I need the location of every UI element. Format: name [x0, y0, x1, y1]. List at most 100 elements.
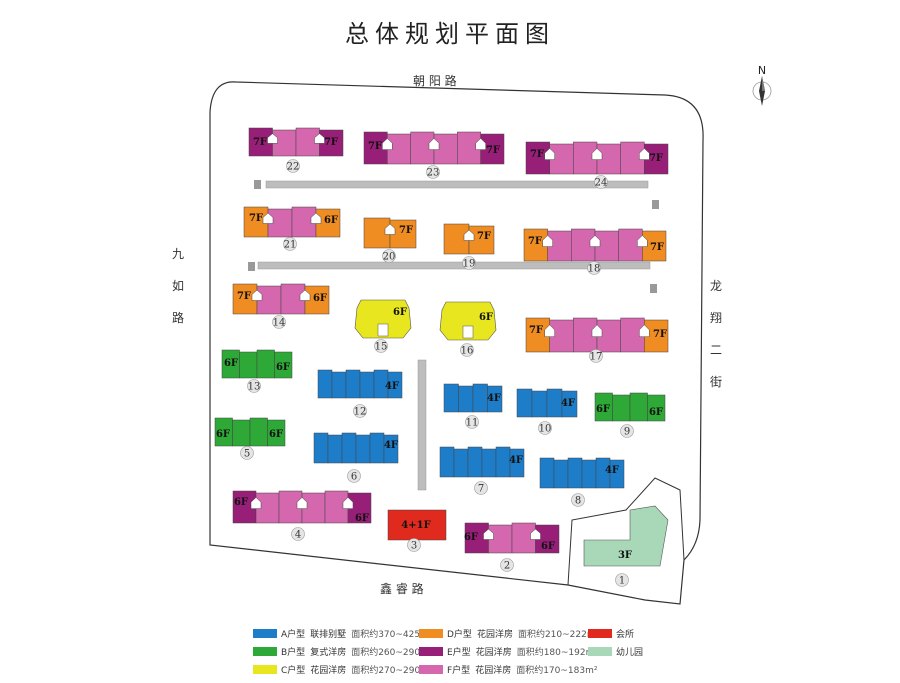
legend-swatch: [253, 646, 277, 656]
building-unit: [609, 459, 625, 489]
building-number-badge: [538, 421, 552, 435]
legend-swatch: [588, 628, 612, 638]
floor-label: 7F: [249, 213, 263, 224]
building-3[interactable]: 4+1F3: [387, 509, 447, 552]
building-number-badge: [462, 256, 476, 270]
building-number: 4: [295, 530, 301, 541]
building-unit: [458, 385, 474, 413]
building-number: 11: [466, 418, 479, 429]
building-notch: [639, 324, 650, 337]
building-unit: [472, 383, 488, 413]
building-unit: [581, 459, 597, 489]
road-char: 翔: [709, 311, 722, 325]
building-6[interactable]: 4F6: [313, 432, 399, 483]
legend-area: 面积约210~222m²: [517, 629, 600, 640]
building-number: 7: [478, 484, 484, 495]
legend-type: B户型: [281, 647, 306, 658]
floor-label: 7F: [529, 325, 543, 336]
legend-desc: 花园洋房: [476, 629, 513, 640]
floor-label: 7F: [528, 236, 542, 247]
floor-label: 4+1F: [401, 520, 430, 531]
floor-label: 7F: [237, 291, 251, 302]
floor-label: 7F: [253, 137, 267, 148]
building-1[interactable]: 3F1: [583, 505, 669, 587]
legend-item-f: F户型花园洋房面积约170~183m²: [419, 662, 597, 676]
building-unit: [313, 432, 329, 464]
floor-label: 4F: [561, 398, 575, 409]
building-unit: [516, 388, 533, 418]
building-unit: [481, 448, 497, 478]
building-unit: [256, 349, 275, 379]
building-11[interactable]: 4F 11: [443, 383, 503, 429]
building-number: 18: [588, 264, 601, 275]
legend-desc: 复式洋房: [310, 647, 347, 658]
building-unit: [274, 351, 293, 379]
building-notch: [296, 497, 308, 509]
building-notch: [382, 138, 393, 150]
building-8[interactable]: 4F8: [539, 457, 625, 507]
building-unit: [317, 369, 333, 399]
legend-item-b: B户型复式洋房面积约260~290m²: [253, 644, 432, 658]
building-unit: [612, 394, 631, 422]
legend-type: F户型: [447, 665, 471, 676]
legend-swatch: [253, 664, 277, 674]
floor-label: 7F: [653, 329, 667, 340]
building-number: 23: [427, 168, 440, 179]
building-number-badge: [283, 237, 297, 251]
building-unit: [249, 417, 268, 447]
floor-label: 4F: [487, 393, 501, 404]
floor-label: 7F: [368, 141, 382, 152]
building-notch: [589, 235, 601, 247]
building-number-badge: [247, 379, 261, 393]
building-unit: [495, 446, 511, 478]
legend-type: 会所: [616, 629, 635, 640]
legend-desc: 联排别墅: [310, 629, 347, 640]
kindergarten-boundary: [567, 477, 685, 586]
floor-label: 6F: [393, 307, 407, 318]
building-number-badge: [272, 315, 286, 329]
building-notch: [542, 235, 553, 247]
building-notch: [314, 133, 325, 144]
legend-desc: 花园洋房: [310, 665, 347, 676]
road-char: 龙: [709, 279, 722, 293]
building-notch: [463, 229, 475, 241]
legend-type: D户型: [447, 629, 472, 640]
building-notch: [310, 212, 322, 224]
building-number: 19: [463, 259, 476, 270]
building-notch: [250, 497, 262, 509]
floor-label: 6F: [224, 358, 238, 369]
compass-label: N: [757, 64, 767, 77]
road-label-south: 鑫 睿 路: [380, 582, 424, 596]
floor-label: 6F: [234, 497, 248, 508]
floor-label: 6F: [464, 532, 478, 543]
floor-label: 6F: [324, 215, 338, 226]
road-char: 二: [709, 343, 722, 357]
building-7[interactable]: 4F7: [439, 446, 525, 495]
building-unit: [546, 388, 563, 418]
road-char: 街: [709, 375, 722, 389]
building-number-badge: [286, 159, 300, 173]
building-notch: [637, 235, 648, 247]
road-label-east: 龙 翔 二 街: [708, 270, 724, 398]
building-number-badge: [571, 493, 585, 507]
building-notch: [530, 528, 541, 540]
